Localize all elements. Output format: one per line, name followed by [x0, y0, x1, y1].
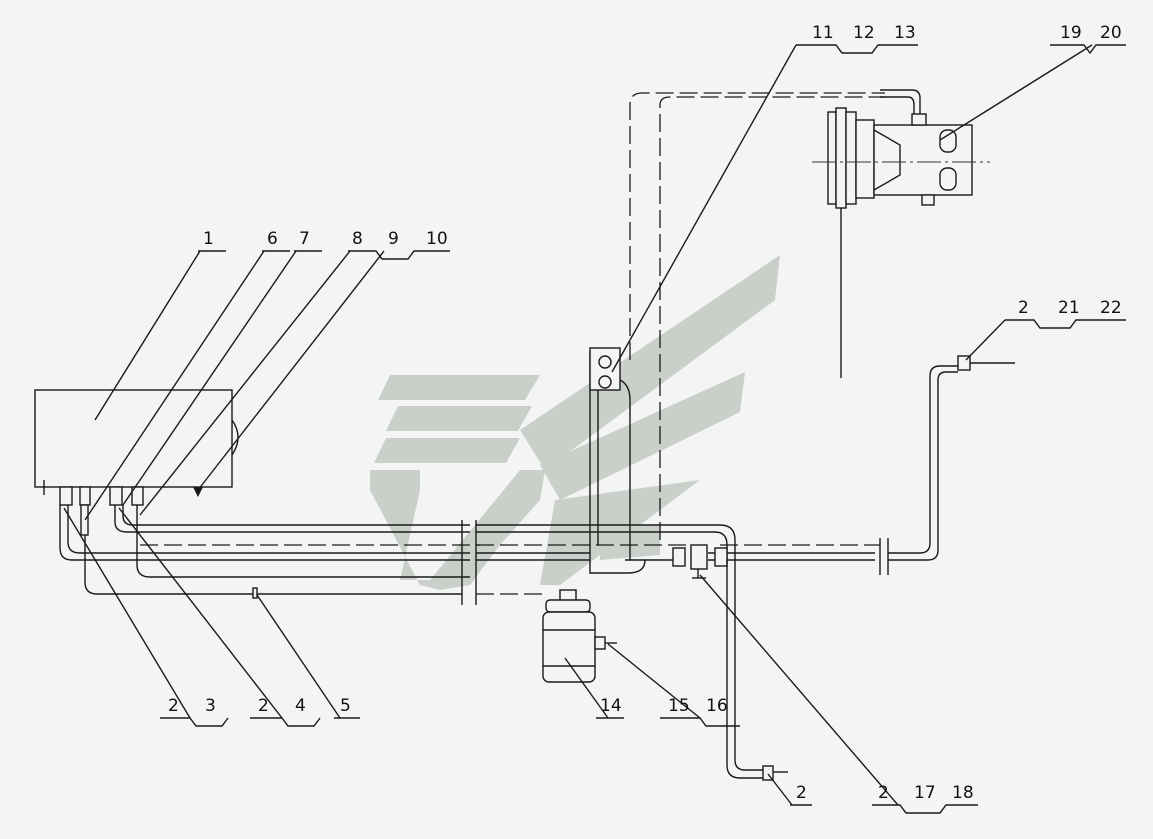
callout-10: 10 [426, 229, 448, 249]
callout-2-right: 2 [1018, 298, 1029, 318]
watermark-logo [370, 255, 780, 590]
drain-outlet [193, 487, 203, 497]
callout-12: 12 [853, 23, 875, 43]
callout-2-bottom: 2 [796, 783, 807, 803]
expansion-valve [672, 544, 788, 781]
callout-2-valve: 2 [878, 783, 889, 803]
receiver-drier [542, 589, 617, 683]
callout-1: 1 [203, 229, 214, 249]
callout-underlines [160, 44, 1126, 814]
callout-20: 20 [1100, 23, 1122, 43]
callout-4: 4 [295, 696, 306, 716]
callout-13: 13 [894, 23, 916, 43]
callout-2-mid: 2 [258, 696, 269, 716]
callout-15: 15 [668, 696, 690, 716]
callout-14: 14 [600, 696, 622, 716]
callout-11: 11 [812, 23, 834, 43]
callout-18: 18 [952, 783, 974, 803]
callout-3: 3 [205, 696, 216, 716]
callout-19: 19 [1060, 23, 1082, 43]
evaporator-unit [34, 389, 239, 536]
callout-8: 8 [352, 229, 363, 249]
compressor-pipes [589, 89, 921, 560]
callout-22: 22 [1100, 298, 1122, 318]
callout-6: 6 [267, 229, 278, 249]
callout-21: 21 [1058, 298, 1080, 318]
callout-2-left: 2 [168, 696, 179, 716]
callout-labels: 1 6 7 8 9 10 11 12 13 19 20 2 21 22 2 3 … [168, 23, 1122, 803]
callout-7: 7 [299, 229, 310, 249]
callout-16: 16 [706, 696, 728, 716]
callout-5: 5 [340, 696, 351, 716]
compressor [812, 107, 990, 378]
pipe-bundle [59, 355, 1015, 605]
callout-17: 17 [914, 783, 936, 803]
callout-9: 9 [388, 229, 399, 249]
leader-lines [63, 44, 1093, 806]
